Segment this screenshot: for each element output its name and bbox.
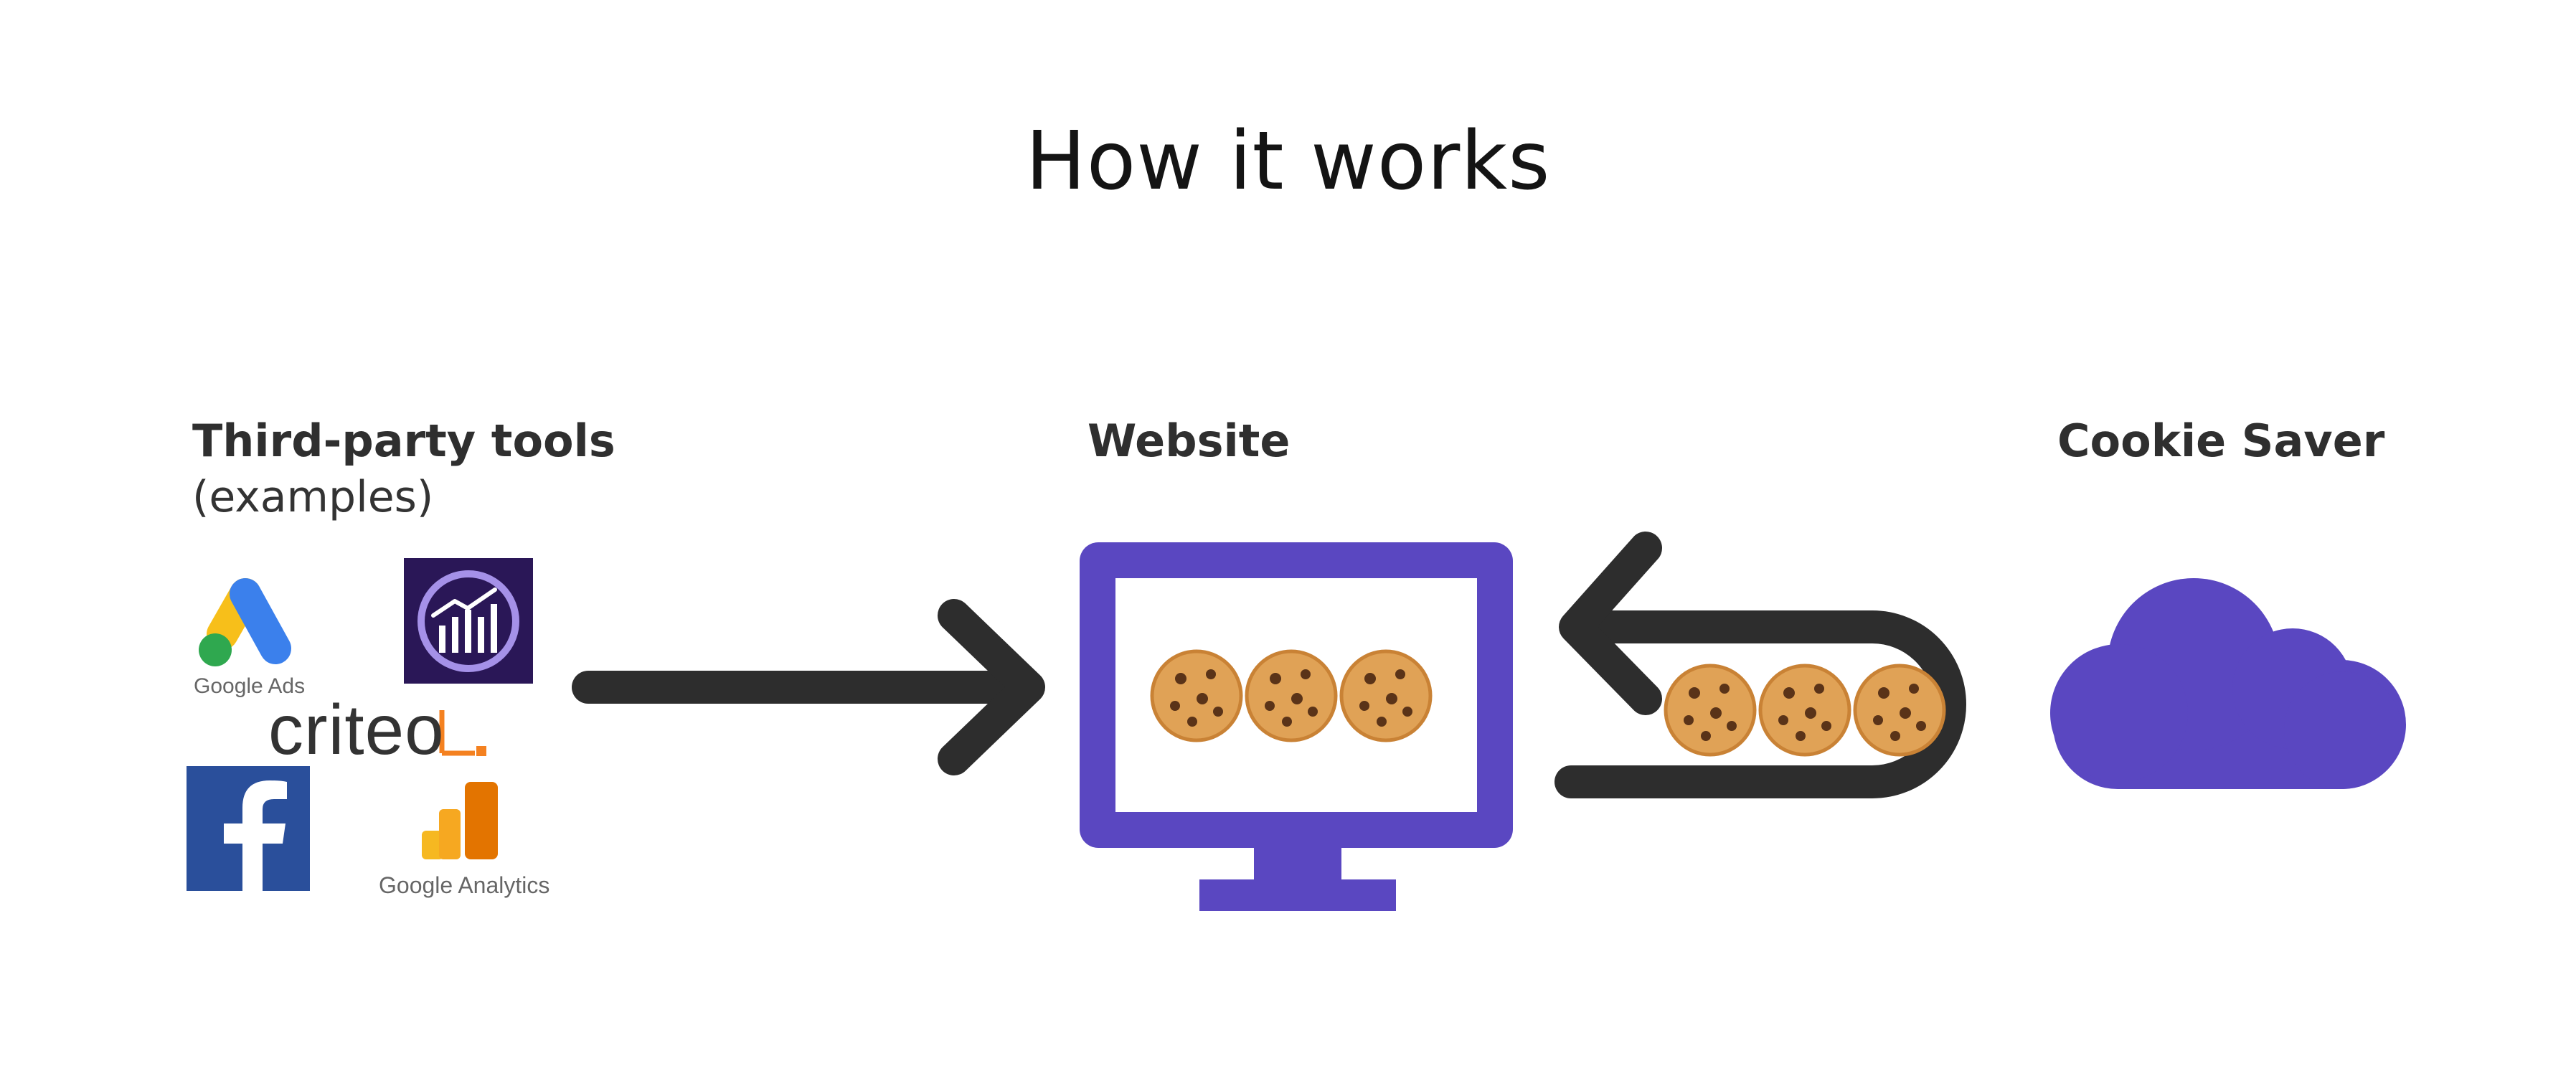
criteo-mark-icon bbox=[439, 710, 486, 756]
tools-heading: Third-party tools bbox=[192, 415, 615, 467]
adobe-analytics-icon bbox=[404, 558, 533, 684]
tools-subheading: (examples) bbox=[192, 472, 434, 522]
cookie-icon bbox=[1339, 649, 1433, 742]
google-ads-label: Google Ads bbox=[194, 674, 306, 698]
google-ads-icon bbox=[199, 578, 291, 666]
criteo-logo-text: criteo bbox=[268, 690, 445, 769]
cookie-icon bbox=[1758, 664, 1851, 757]
page-title: How it works bbox=[1025, 115, 1551, 208]
cloud-icon bbox=[2050, 578, 2406, 789]
google-analytics-label: Google Analytics bbox=[379, 872, 550, 898]
cookie-icon bbox=[1664, 664, 1757, 757]
return-arrow-icon bbox=[1554, 532, 1966, 798]
google-analytics-icon bbox=[422, 782, 498, 859]
arrow-right-icon bbox=[572, 599, 1045, 775]
facebook-icon bbox=[187, 766, 310, 891]
cookie-icon bbox=[1245, 649, 1338, 742]
cookie-icon bbox=[1853, 664, 1946, 757]
cookie-icon bbox=[1150, 649, 1243, 742]
cookie-saver-heading: Cookie Saver bbox=[2057, 415, 2385, 467]
website-heading: Website bbox=[1088, 415, 1291, 467]
